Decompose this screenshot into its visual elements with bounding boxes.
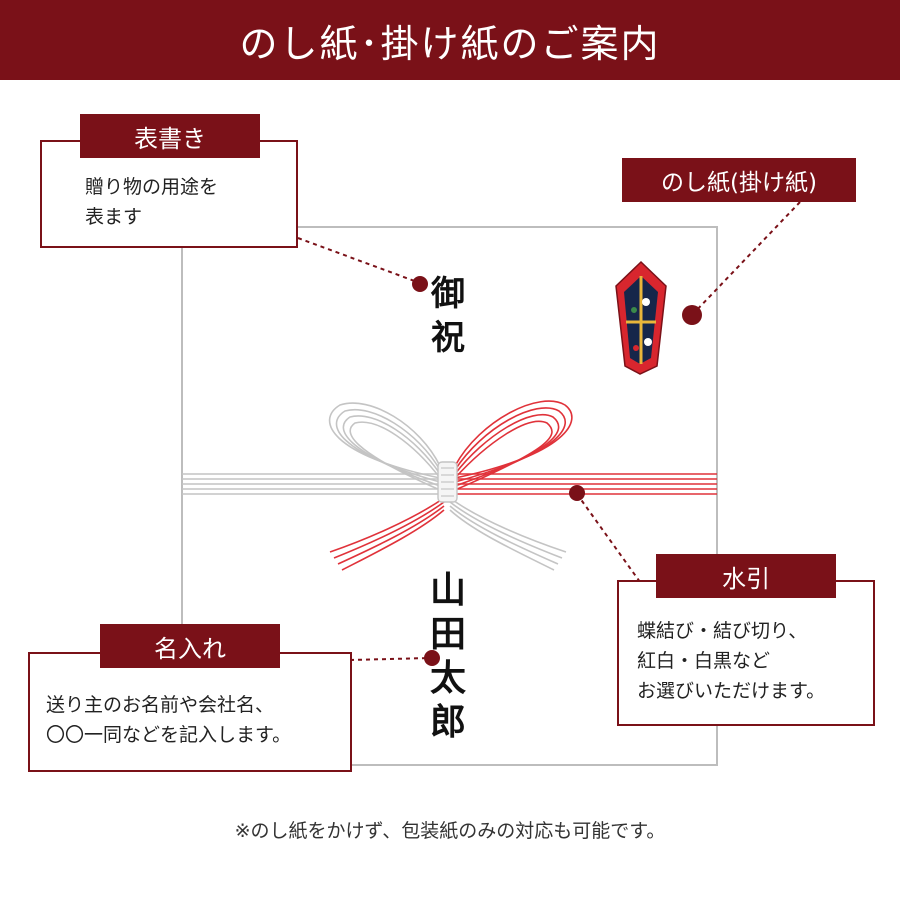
- naire-desc-line: 〇〇一同などを記入します。: [46, 724, 292, 746]
- mizuhiki-knot: [437, 461, 458, 503]
- dot-omotegaki: [412, 276, 428, 292]
- omotegaki-char: 祝: [431, 318, 465, 358]
- leader-lines: [297, 201, 801, 661]
- noshi-ornament-icon: [615, 260, 667, 375]
- omotegaki-desc-line: 表ます: [85, 206, 143, 228]
- omotegaki-description: 贈り物の用途を 表ます: [85, 172, 218, 232]
- mizuhiki-red-bow: [329, 400, 573, 571]
- leader-dots: [412, 276, 702, 666]
- mizuhiki-desc-line: お選びいただけます。: [637, 680, 826, 702]
- dot-naire: [424, 650, 440, 666]
- omotegaki-text: 御 祝: [425, 272, 471, 360]
- mizuhiki-description: 蝶結び・結び切り、 紅白・白黒など お選びいただけます。: [637, 616, 825, 706]
- mizuhiki-desc-line: 紅白・白黒など: [637, 650, 771, 672]
- leader-noshi: [692, 201, 801, 315]
- mizuhiki-desc-line: 蝶結び・結び切り、: [637, 620, 808, 642]
- dot-mizuhiki: [569, 485, 585, 501]
- naire-callout: [28, 652, 352, 772]
- dot-noshi: [682, 305, 702, 325]
- omotegaki-callout: [40, 140, 298, 248]
- mizuhiki-callout: [617, 580, 875, 726]
- omotegaki-desc-line: 贈り物の用途を: [85, 176, 219, 198]
- omotegaki-label: 表書き: [80, 114, 260, 158]
- naire-char: 山: [429, 569, 466, 611]
- noshi-label: のし紙(掛け紙): [622, 158, 856, 202]
- omotegaki-char: 御: [431, 274, 465, 314]
- naire-description: 送り主のお名前や会社名、 〇〇一同などを記入します。: [46, 690, 291, 750]
- footnote: ※のし紙をかけず、包装紙のみの対応も可能です。: [234, 820, 666, 842]
- leader-naire: [349, 657, 431, 661]
- page-title: のし紙･掛け紙のご案内: [239, 21, 661, 66]
- naire-label: 名入れ: [100, 624, 280, 668]
- naire-text: 山 田 太 郎: [423, 568, 473, 744]
- naire-char: 太: [429, 657, 466, 699]
- mizuhiki-label: 水引: [656, 554, 836, 598]
- leader-mizuhiki: [576, 493, 641, 583]
- leader-omotegaki: [297, 237, 421, 284]
- mizuhiki-cords: [182, 473, 717, 495]
- header-banner: のし紙･掛け紙のご案内: [0, 0, 900, 80]
- naire-desc-line: 送り主のお名前や会社名、: [46, 694, 275, 716]
- mizuhiki-silver-bow: [328, 402, 567, 571]
- naire-char: 田: [429, 613, 466, 655]
- naire-char: 郎: [429, 701, 466, 743]
